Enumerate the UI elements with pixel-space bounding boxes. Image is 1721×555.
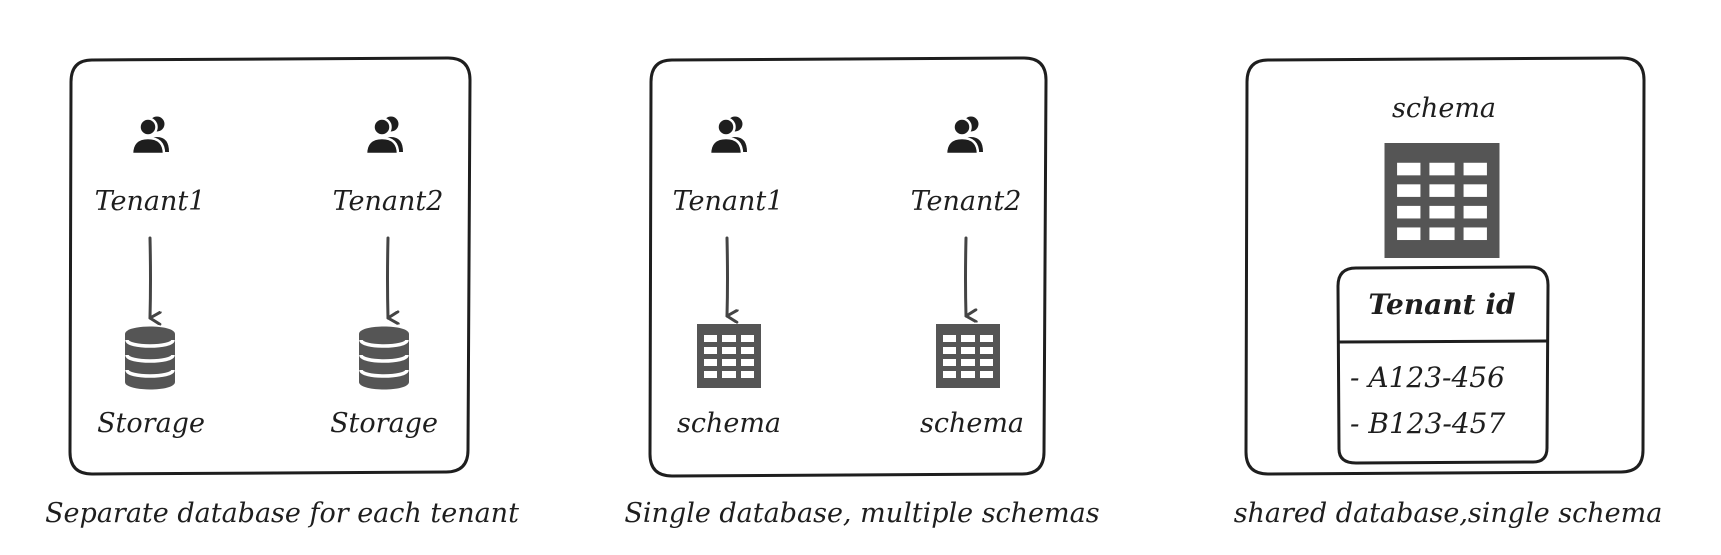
database-icon <box>125 327 175 390</box>
table-header-divider <box>1338 339 1548 344</box>
tenant-label: Tenant1 <box>673 186 784 217</box>
arrow-down <box>148 236 151 318</box>
panel-single-database-multiple-schemas: Tenant1 schema Tenant2 schema Single dat… <box>624 56 1100 529</box>
tenant-2-column: Tenant2 Storage <box>330 117 444 439</box>
table-row: - B123-457 <box>1350 407 1505 440</box>
storage-label: Storage <box>330 408 438 439</box>
schema-label: schema <box>677 408 781 439</box>
table-icon <box>697 324 761 388</box>
database-icon <box>359 327 409 390</box>
storage-label: Storage <box>97 408 205 439</box>
panel-2-frame <box>648 56 1048 478</box>
users-icon <box>946 117 983 155</box>
tenant-1-column: Tenant1 Storage <box>95 117 206 439</box>
tenant-1-column: Tenant1 schema <box>673 117 784 439</box>
table-icon <box>1385 143 1500 258</box>
users-icon <box>366 117 403 155</box>
tenant-label: Tenant2 <box>911 186 1022 217</box>
panel-caption: Separate database for each tenant <box>45 498 519 529</box>
arrow-down <box>386 236 389 318</box>
arrow-down <box>725 236 728 316</box>
schema-label: schema <box>920 408 1024 439</box>
tenant-id-table: Tenant id - A123-456 - B123-457 <box>1336 265 1550 465</box>
tenant-2-column: Tenant2 schema <box>911 117 1024 439</box>
tenant-label: Tenant2 <box>333 186 444 217</box>
panel-caption: shared database,single schema <box>1234 498 1663 529</box>
tenant-label: Tenant1 <box>95 186 206 217</box>
tenant-id-table-frame <box>1336 265 1550 465</box>
table-header: Tenant id <box>1368 288 1515 321</box>
users-icon <box>132 117 169 155</box>
schema-label: schema <box>1392 93 1496 124</box>
table-icon <box>936 324 1000 388</box>
panel-separate-database: Tenant1 Storage Tenant2 Storage Separate… <box>45 56 519 529</box>
table-row: - A123-456 <box>1350 361 1505 394</box>
panel-caption: Single database, multiple schemas <box>624 498 1099 529</box>
arrow-down <box>964 236 967 316</box>
panel-3-frame <box>1244 56 1646 476</box>
users-icon <box>710 117 747 155</box>
panel-shared-database-single-schema: schema Tenant id - A123-456 - B123-457 s… <box>1234 56 1663 529</box>
panel-1-frame <box>68 56 472 476</box>
